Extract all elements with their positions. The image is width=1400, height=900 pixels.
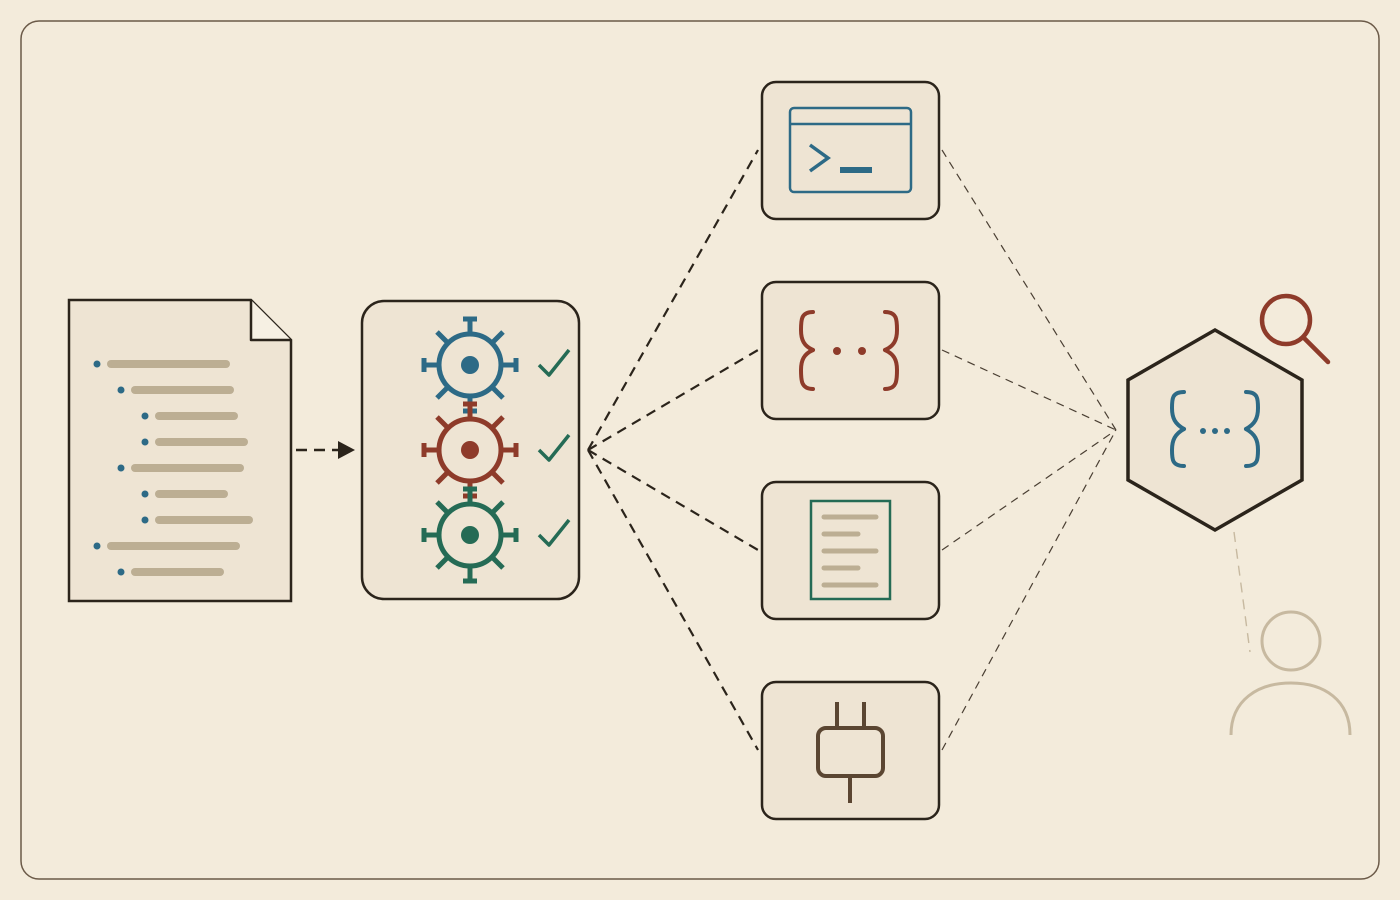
bullet-dot — [93, 542, 101, 550]
terminal-node — [760, 80, 941, 221]
hexagon-braces-icon — [1169, 390, 1261, 468]
connector-gears-to-braces — [587, 349, 759, 451]
text-document-icon — [809, 499, 892, 601]
gear-icon — [424, 404, 516, 496]
connector-hexagon-to-person — [1233, 531, 1251, 653]
plug-node — [760, 680, 941, 821]
terminal-icon — [788, 106, 913, 194]
braces-box — [760, 280, 941, 421]
text-document-node — [760, 480, 941, 621]
connector-gears-to-text-document — [587, 449, 759, 551]
bullet-dot — [141, 438, 149, 446]
plug-icon — [816, 702, 885, 803]
connector-gears-to-terminal — [587, 149, 759, 451]
checkmark-icon — [537, 348, 571, 377]
magnifier-icon — [1259, 293, 1331, 365]
connector-terminal-to-hexagon — [941, 149, 1117, 431]
outline-document-node — [67, 298, 293, 603]
connector-gears-to-plug — [587, 449, 759, 751]
connector-plug-to-hexagon — [941, 429, 1117, 751]
connectors — [296, 149, 1251, 751]
outer-frame — [20, 20, 1380, 880]
terminal-box — [760, 80, 941, 221]
bullet-dot — [141, 412, 149, 420]
hexagon-node — [1126, 327, 1304, 533]
bullet-dot — [141, 490, 149, 498]
outline-document-icon — [67, 298, 293, 603]
gear-icon — [424, 319, 516, 411]
connector-braces-to-hexagon — [941, 349, 1117, 431]
connector-text-document-to-hexagon — [941, 429, 1117, 551]
checkmark-icon — [537, 433, 571, 462]
outline-list — [93, 360, 253, 576]
bullet-dot — [117, 386, 125, 394]
braces-node — [760, 280, 941, 421]
bullet-dot — [117, 568, 125, 576]
bullet-dot — [141, 516, 149, 524]
arrow-head-icon — [338, 441, 355, 459]
person-icon — [1229, 610, 1352, 736]
page-corner-fold — [249, 300, 291, 342]
checkmark-icon — [537, 518, 571, 547]
bullet-dot — [93, 360, 101, 368]
plug-box — [760, 680, 941, 821]
gears-node — [360, 299, 581, 601]
bullet-dot — [117, 464, 125, 472]
gear-icon — [424, 489, 516, 581]
braces-icon — [798, 310, 900, 391]
